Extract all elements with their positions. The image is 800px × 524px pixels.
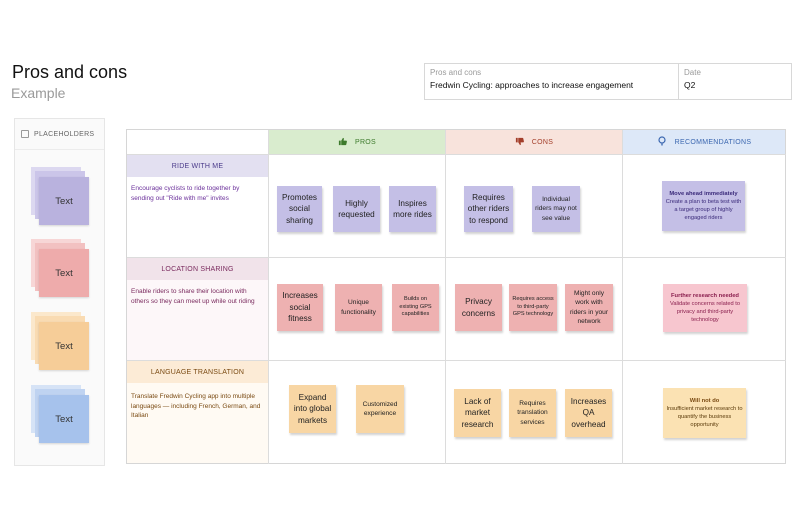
placeholder-card[interactable]: Text [39, 322, 89, 370]
sticky-note-pro[interactable]: Expand into global markets [289, 385, 336, 433]
placeholder-card[interactable]: Text [39, 177, 89, 225]
grid-divider [445, 130, 446, 464]
sticky-note-con[interactable]: Requires other riders to respond [464, 186, 513, 232]
meta-title-value: Fredwin Cycling: approaches to increase … [430, 80, 634, 90]
recommendation-text: Insufficient market research to quantify… [666, 405, 743, 429]
thumbs-down-icon [515, 137, 524, 148]
placeholder-stack-blue[interactable]: Text [31, 385, 93, 447]
recommendation-title: Will not do [689, 397, 720, 404]
sticky-note-pro[interactable]: Promotes social sharing [277, 186, 322, 232]
grid-divider [127, 257, 786, 258]
sticky-note-con[interactable]: Requires translation services [509, 389, 556, 437]
meta-date-value: Q2 [684, 80, 696, 90]
grid-divider [127, 154, 786, 155]
sticky-note-con[interactable]: Requires access to third-party GPS techn… [509, 284, 557, 331]
sticky-note-pro[interactable]: Highly requested [333, 186, 380, 232]
recommendation-title: Move ahead immediately [669, 190, 738, 197]
row-description: Encourage cyclists to ride together by s… [131, 185, 240, 202]
sticky-note-pro[interactable]: Customized experience [356, 385, 404, 433]
sticky-note-pro[interactable]: Builds on existing GPS capabilities [392, 284, 439, 331]
sticky-note-con[interactable]: Lack of market research [454, 389, 501, 437]
grid-divider [622, 130, 623, 464]
thumbs-up-icon [338, 137, 347, 148]
page-title: Pros and cons [12, 62, 128, 82]
sticky-note-con[interactable]: Increases QA overhead [565, 389, 612, 437]
column-header-recommendations[interactable]: RECOMMENDATIONS [623, 130, 785, 154]
placeholders-heading: PLACEHOLDERS [34, 130, 95, 138]
placeholder-stack-red[interactable]: Text [31, 239, 93, 301]
column-header-cons[interactable]: CONS [446, 130, 622, 154]
meta-title-label: Pros and cons [430, 68, 482, 77]
column-label-pros: PROS [354, 138, 377, 146]
grid-divider [268, 130, 269, 464]
page-subtitle: Example [11, 85, 66, 101]
recommendation-title: Further research needed [671, 292, 739, 299]
meta-title-cell[interactable]: Pros and cons Fredwin Cycling: approache… [425, 64, 678, 99]
sticky-note-recommendation[interactable]: Will not do Insufficient market research… [663, 388, 746, 438]
placeholder-card[interactable]: Text [39, 249, 89, 297]
sticky-note-recommendation[interactable]: Move ahead immediately Create a plan to … [662, 181, 745, 231]
placeholders-header: PLACEHOLDERS [15, 119, 104, 150]
placeholder-card[interactable]: Text [39, 395, 89, 443]
row-description: Enable riders to share their location wi… [131, 288, 255, 305]
recommendation-text: Validate concerns related to privacy and… [669, 300, 741, 324]
placeholder-stack-purple[interactable]: Text [31, 167, 93, 229]
placeholders-panel: PLACEHOLDERS Text Text Text Text [14, 118, 105, 466]
sticky-note-con[interactable]: Might only work with riders in your netw… [565, 284, 613, 331]
column-label-recommendations: RECOMMENDATIONS [674, 138, 752, 146]
row-label-ride-with-me[interactable]: RIDE WITH ME [127, 155, 268, 177]
column-header-pros[interactable]: PROS [269, 130, 445, 154]
row-label-location-sharing[interactable]: LOCATION SHARING [127, 258, 268, 280]
sticky-note-pro[interactable]: Increases social fitness [277, 284, 323, 331]
sticky-note-con[interactable]: Privacy concerns [455, 284, 502, 331]
lightbulb-icon [657, 136, 667, 148]
pros-cons-board [126, 129, 786, 464]
column-label-cons: CONS [531, 138, 554, 146]
grid-divider [127, 360, 786, 361]
meta-date-label: Date [684, 68, 701, 77]
sticky-note-icon [21, 130, 29, 138]
meta-date-cell[interactable]: Date Q2 [678, 64, 791, 99]
sticky-note-pro[interactable]: Unique functionality [335, 284, 382, 331]
sticky-note-recommendation[interactable]: Further research needed Validate concern… [663, 284, 747, 332]
sticky-note-con[interactable]: Individual riders may not see value [532, 186, 580, 232]
sticky-note-pro[interactable]: Inspires more rides [389, 186, 436, 232]
row-description: Translate Fredwin Cycling app into multi… [131, 393, 261, 419]
meta-table: Pros and cons Fredwin Cycling: approache… [424, 63, 792, 100]
recommendation-text: Create a plan to beta test with a target… [665, 198, 742, 222]
placeholder-stack-orange[interactable]: Text [31, 312, 93, 374]
row-label-language-translation[interactable]: LANGUAGE TRANSLATION [127, 361, 268, 383]
